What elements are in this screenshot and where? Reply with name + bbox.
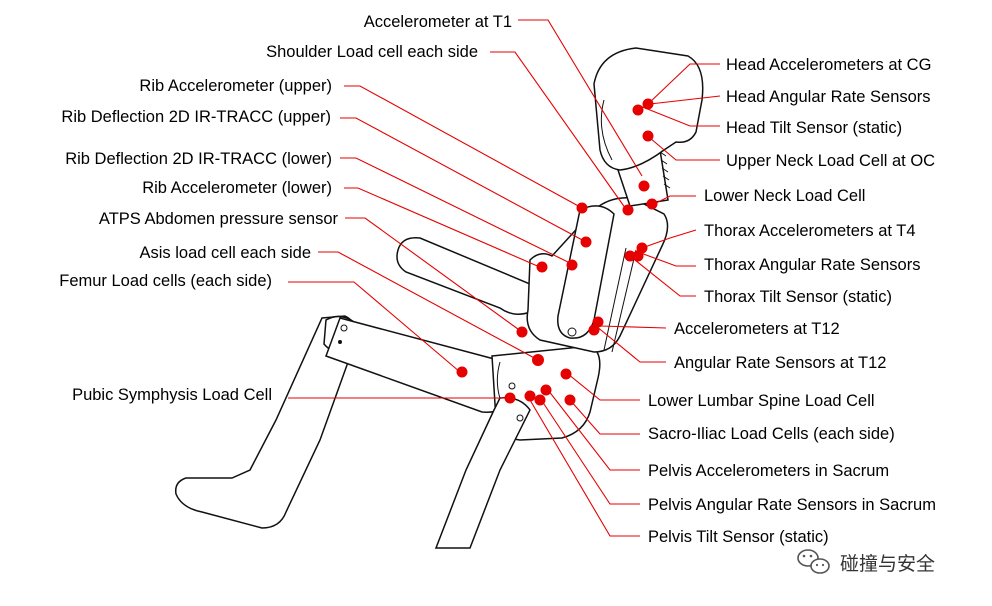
label-rib-accel-upper: Rib Accelerometer (upper): [139, 77, 332, 95]
label-pelvis-accel: Pelvis Accelerometers in Sacrum: [648, 462, 889, 480]
label-lumbar: Lower Lumbar Spine Load Cell: [648, 392, 875, 410]
label-thorax-angular: Thorax Angular Rate Sensors: [704, 256, 920, 274]
dot-head-accel: [642, 98, 654, 110]
leader-rib-defl-lower: [340, 157, 573, 265]
dot-pelvis-angular: [534, 394, 546, 406]
leader-head-accel: [647, 63, 720, 105]
label-femur: Femur Load cells (each side): [59, 272, 272, 290]
watermark: 碰撞与安全: [797, 549, 935, 575]
label-lower-neck: Lower Neck Load Cell: [704, 187, 865, 205]
labels-left: Accelerometer at T1 Shoulder Load cell e…: [59, 13, 512, 404]
leader-rib-defl-upper: [340, 117, 587, 243]
dot-rib-accel-lower: [536, 261, 548, 273]
dot-rib-accel-upper: [576, 202, 588, 214]
leader-pelvis-tilt: [529, 399, 640, 537]
dot-rib-defl-upper: [580, 236, 592, 248]
forearm: [396, 237, 540, 315]
leader-lines: [288, 19, 721, 537]
dot-pelvis-tilt: [524, 390, 536, 402]
label-thorax-tilt: Thorax Tilt Sensor (static): [704, 288, 892, 306]
dot-pelvis-accel: [540, 384, 552, 396]
leader-accel-t12: [599, 325, 667, 329]
label-angular-t12: Angular Rate Sensors at T12: [674, 354, 887, 372]
leader-rib-accel-upper: [344, 85, 583, 209]
dot-angular-t12: [588, 324, 600, 336]
watermark-text: 碰撞与安全: [840, 553, 935, 575]
leader-rib-accel-lower: [344, 187, 543, 269]
leader-pelvis-angular: [539, 397, 640, 505]
leader-thorax-tilt: [629, 255, 696, 297]
labels-right: Head Accelerometers at CG Head Angular R…: [648, 56, 936, 546]
dot-rib-defl-lower: [566, 259, 578, 271]
leader-atps: [345, 217, 523, 333]
leader-angular-t12: [595, 325, 666, 363]
leader-shoulder-load: [490, 51, 629, 213]
leader-pelvis-accel: [547, 389, 640, 471]
dot-head-angular: [632, 104, 644, 116]
neck-ridges: [659, 151, 671, 189]
label-asis: Asis load cell each side: [139, 244, 311, 262]
label-atps: ATPS Abdomen pressure sensor: [99, 210, 339, 228]
label-head-tilt: Head Tilt Sensor (static): [726, 119, 902, 137]
spine-line: [603, 247, 637, 353]
leader-lumbar: [567, 373, 640, 401]
dot-pubic: [504, 392, 516, 404]
label-thorax-accel: Thorax Accelerometers at T4: [704, 222, 916, 240]
dot-femur: [456, 366, 468, 378]
knee-bolt: [338, 340, 342, 344]
leader-accel-t1: [518, 19, 643, 177]
dot-thorax-tilt: [632, 250, 644, 262]
label-rib-accel-lower: Rib Accelerometer (lower): [142, 179, 332, 197]
label-pelvis-angular: Pelvis Angular Rate Sensors in Sacrum: [648, 496, 936, 514]
label-rib-defl-lower: Rib Deflection 2D IR-TRACC (lower): [65, 150, 332, 168]
wechat-icon: [797, 549, 830, 574]
dot-head-tilt: [642, 130, 654, 142]
leader-lower-neck: [653, 195, 696, 205]
elbow-pin: [567, 327, 577, 337]
leader-upper-neck: [649, 137, 720, 161]
label-head-accel: Head Accelerometers at CG: [726, 56, 931, 74]
dot-lumbar: [560, 368, 572, 380]
knee-pin: [340, 324, 348, 332]
near-thigh: [434, 397, 531, 549]
label-upper-neck: Upper Neck Load Cell at OC: [726, 152, 935, 170]
label-accel-t1: Accelerometer at T1: [364, 13, 512, 31]
hip-pin: [516, 414, 524, 422]
dot-atps: [516, 326, 528, 338]
label-shoulder-load: Shoulder Load cell each side: [266, 43, 478, 61]
pubic-pin: [508, 382, 516, 390]
dot-asis: [532, 354, 544, 366]
sensor-dots: [456, 98, 658, 406]
leader-thorax-angular: [637, 251, 696, 267]
upper-arm: [557, 205, 615, 339]
leader-femur: [288, 281, 461, 373]
leader-head-angular: [649, 95, 721, 105]
dot-shoulder-load: [622, 204, 634, 216]
dot-accel-t1: [638, 180, 650, 192]
dot-sacro: [564, 394, 576, 406]
label-pelvis-tilt: Pelvis Tilt Sensor (static): [648, 528, 829, 546]
leader-sacro: [569, 399, 640, 435]
label-rib-defl-upper: Rib Deflection 2D IR-TRACC (upper): [61, 108, 331, 126]
leader-thorax-accel: [641, 229, 697, 249]
label-pubic: Pubic Symphysis Load Cell: [72, 386, 272, 404]
leader-asis: [318, 251, 539, 361]
label-accel-t12: Accelerometers at T12: [674, 320, 840, 338]
label-head-angular: Head Angular Rate Sensors: [726, 88, 931, 106]
label-sacro: Sacro-Iliac Load Cells (each side): [648, 425, 895, 443]
dot-thorax-angular: [624, 250, 636, 262]
face-line: [600, 99, 613, 161]
leader-head-tilt: [639, 105, 720, 127]
dot-lower-neck: [646, 198, 658, 210]
